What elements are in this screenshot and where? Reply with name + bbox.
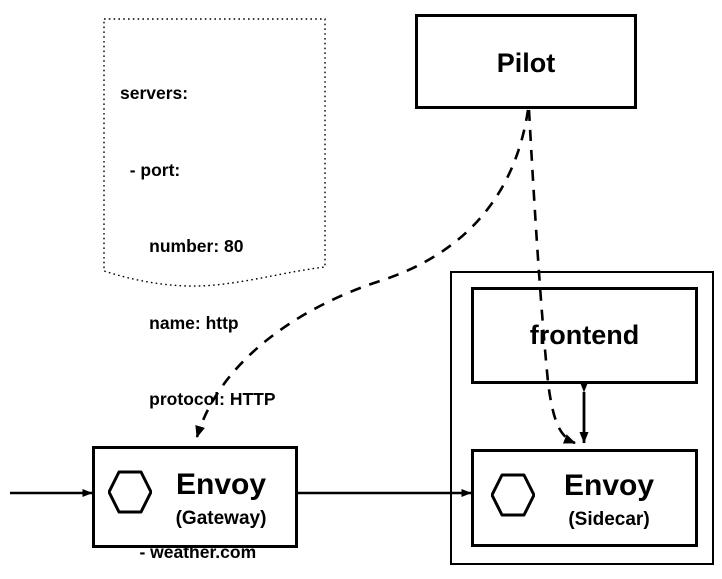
node-envoy-sidecar[interactable]: Envoy (Sidecar) — [471, 449, 698, 547]
frontend-label: frontend — [529, 320, 640, 350]
gateway-label: Envoy — [175, 468, 267, 501]
hexagon-icon — [491, 473, 535, 517]
sidecar-sublabel: (Sidecar) — [568, 509, 650, 530]
yaml-line-number: number: 80 — [120, 236, 244, 256]
yaml-line-servers: servers: — [120, 83, 189, 103]
yaml-line-port: - port: — [120, 159, 181, 180]
node-pilot[interactable]: Pilot — [415, 14, 637, 109]
node-frontend[interactable]: frontend — [471, 287, 698, 384]
gateway-sublabel: (Gateway) — [175, 508, 267, 529]
hexagon-icon — [108, 470, 152, 514]
sidecar-label: Envoy — [563, 469, 655, 502]
yaml-line-name: name: http — [120, 312, 239, 333]
pilot-label: Pilot — [496, 48, 556, 78]
node-envoy-gateway[interactable]: Envoy (Gateway) — [92, 446, 298, 548]
yaml-line-protocol: protocol: HTTP — [120, 389, 276, 409]
